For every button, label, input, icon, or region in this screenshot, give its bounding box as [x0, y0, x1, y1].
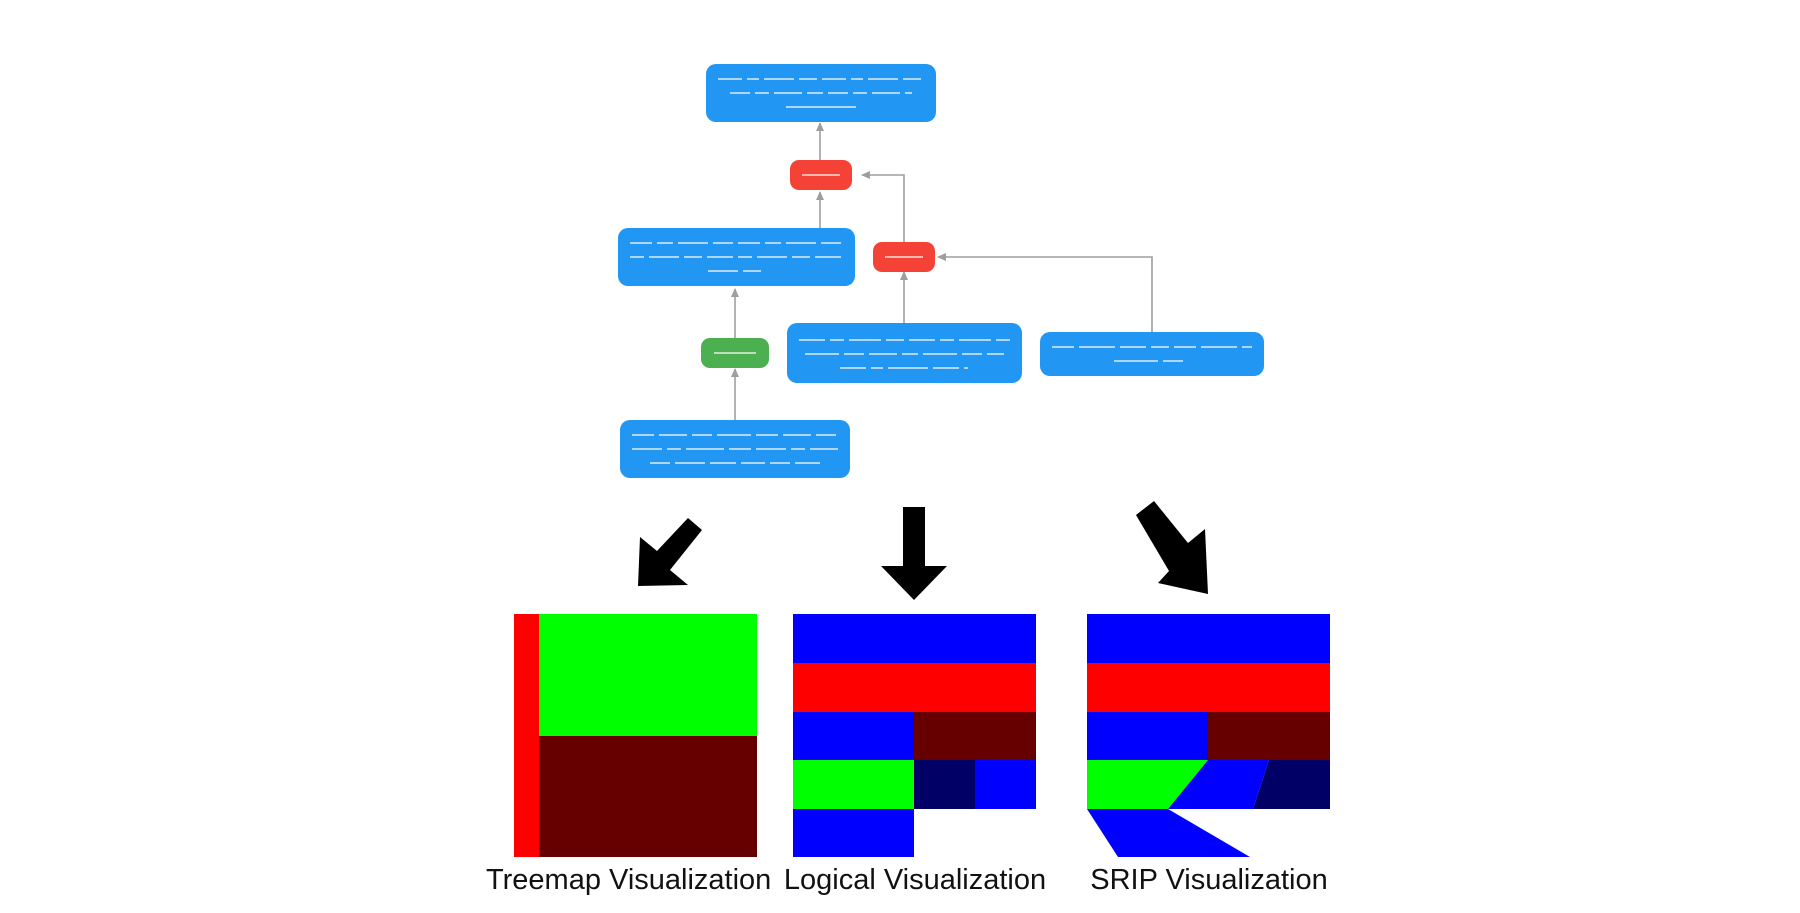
logical-row-4-navy: [914, 760, 975, 809]
logical-row-4-green: [793, 760, 914, 809]
and-gate-upper: [790, 160, 852, 190]
edge-and2-to-and1: [861, 171, 905, 242]
srip-green-shape: [1087, 760, 1208, 809]
treemap-green-block: [539, 614, 757, 736]
tree-edges: [731, 122, 1153, 420]
srip-visualization: [1087, 614, 1330, 857]
leaf-node-middle: [787, 323, 1022, 383]
big-arrows: [638, 501, 1208, 600]
srip-caption: SRIP Visualization: [1090, 864, 1328, 896]
arrow-down-left: [638, 518, 702, 586]
srip-row-2-red: [1087, 663, 1330, 712]
srip-row-3-blue: [1087, 712, 1208, 760]
logical-visualization: [793, 614, 1036, 857]
root-node: [706, 64, 936, 122]
logical-row-3-darkred: [914, 712, 1036, 760]
leaf-node-right: [1040, 332, 1264, 376]
transform-node-green: [701, 338, 769, 368]
treemap-darkred-block: [539, 736, 757, 857]
logical-row-3-blue: [793, 712, 914, 760]
logical-row-4-blue: [975, 760, 1036, 809]
logical-row-2-red: [793, 663, 1036, 712]
arrow-down-right: [1136, 501, 1208, 594]
srip-row-1-blue: [1087, 614, 1330, 663]
and-gate-lower: [873, 242, 935, 272]
tree-nodes: [618, 64, 1264, 478]
srip-navy-shape: [1253, 760, 1330, 809]
treemap-visualization: [514, 614, 757, 857]
arrow-down: [881, 507, 947, 600]
srip-bottom-blue-shape: [1087, 809, 1250, 857]
treemap-caption: Treemap Visualization: [486, 864, 772, 896]
intermediate-node-left: [618, 228, 855, 286]
treemap-red-strip: [514, 614, 539, 857]
leaf-node-bottom: [620, 420, 850, 478]
srip-blue-shape: [1168, 760, 1269, 809]
logical-row-5-blue: [793, 809, 914, 857]
logical-caption: Logical Visualization: [783, 864, 1047, 896]
logical-row-1-blue: [793, 614, 1036, 663]
edge-node6-to-and2: [937, 253, 1153, 332]
srip-row-3-darkred: [1208, 712, 1330, 760]
